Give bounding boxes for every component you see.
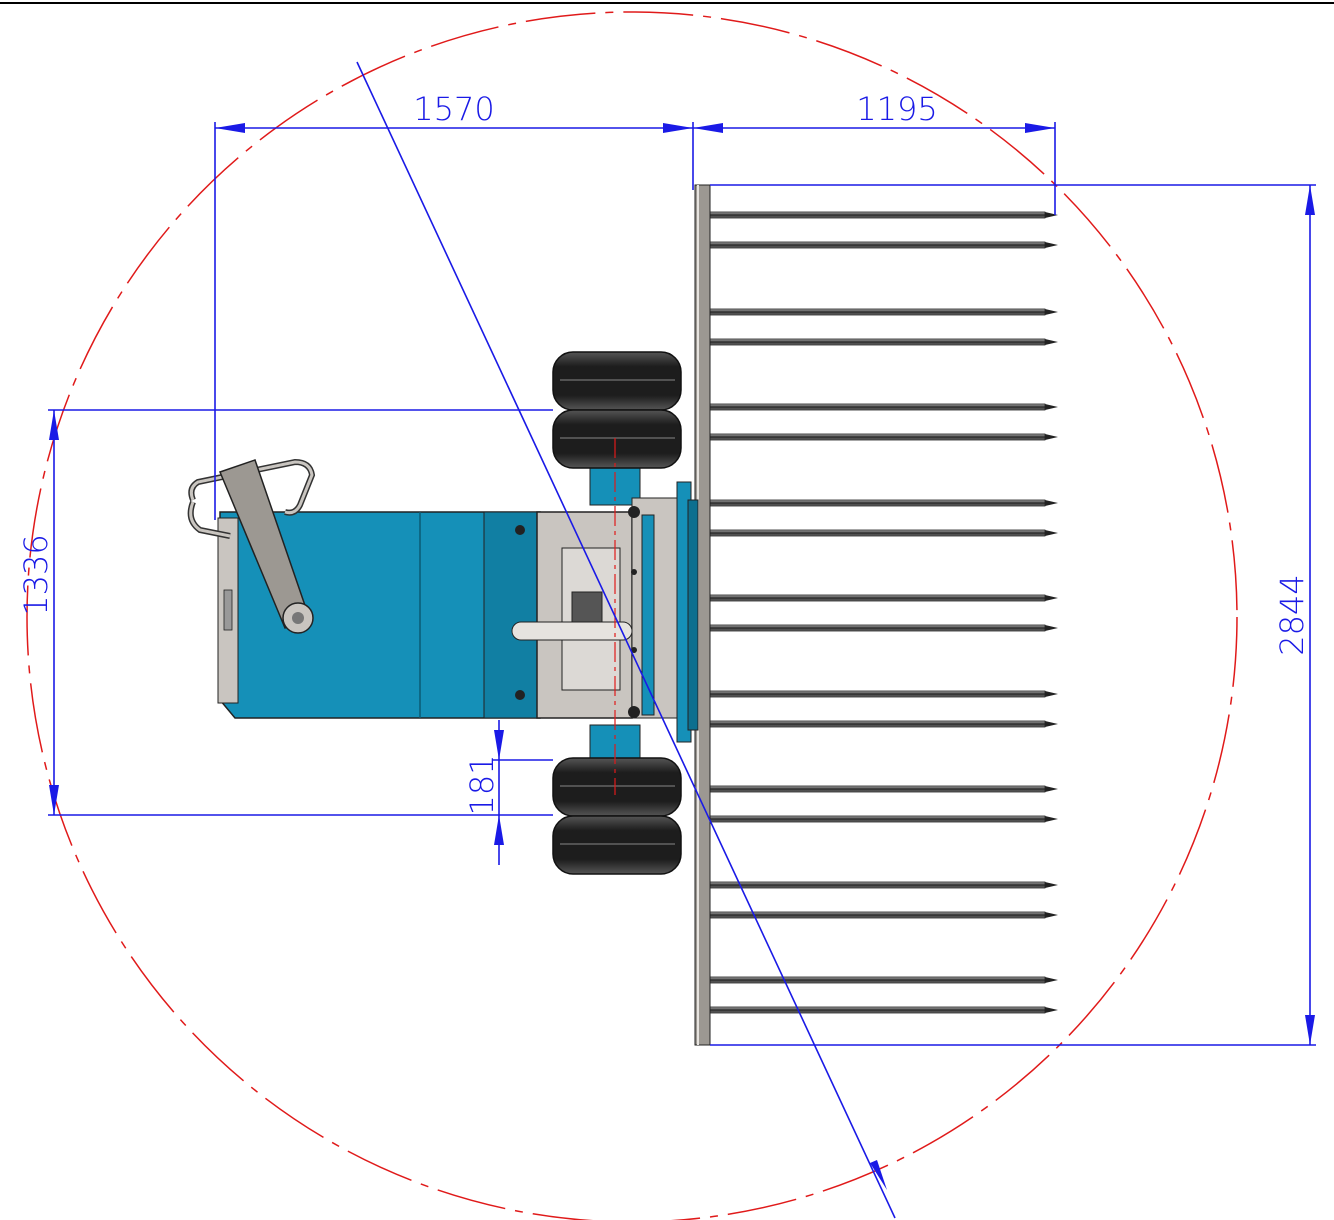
fork-tine-tip xyxy=(1045,1007,1058,1013)
fork-tine xyxy=(709,403,1046,411)
fork-tine xyxy=(709,241,1046,249)
fork-tines xyxy=(709,211,1058,1014)
fork-tine-tip xyxy=(1045,977,1058,983)
fork-tine xyxy=(709,624,1046,632)
front-wheels xyxy=(552,351,682,875)
fork-tine xyxy=(709,976,1046,984)
dimension-track-width: 1336 xyxy=(17,409,553,816)
fork-tine-tip xyxy=(1045,816,1058,822)
fork-tine xyxy=(709,308,1046,316)
dimension-label: 1195 xyxy=(856,90,937,128)
fork-tine-tip xyxy=(1045,882,1058,888)
turning-radius-circle xyxy=(26,11,1238,1220)
fork-tine xyxy=(709,529,1046,537)
fork-tine-tip xyxy=(1045,500,1058,506)
fork-tine-tip xyxy=(1045,912,1058,918)
fork-carriage xyxy=(676,184,711,1046)
wheel xyxy=(552,815,682,875)
fork-tine xyxy=(709,338,1046,346)
fork-tine-tip xyxy=(1045,595,1058,601)
fork-tine xyxy=(709,211,1046,219)
dimension-wheel-offset: 181 xyxy=(463,720,553,865)
wheel xyxy=(552,351,682,411)
fork-tine xyxy=(709,911,1046,919)
fork-tine xyxy=(709,815,1046,823)
fork-tine xyxy=(709,690,1046,698)
fork-tine-tip xyxy=(1045,404,1058,410)
fork-tine-tip xyxy=(1045,212,1058,218)
fork-tine-tip xyxy=(1045,721,1058,727)
fork-tine xyxy=(709,433,1046,441)
fork-tine-tip xyxy=(1045,242,1058,248)
fork-tine xyxy=(709,720,1046,728)
wheel xyxy=(552,409,682,469)
dimension-fork-span: 2844 xyxy=(710,184,1316,1046)
dimension-rear-length: 1570 xyxy=(214,90,694,520)
fork-tine-tip xyxy=(1045,434,1058,440)
dimension-label: 181 xyxy=(463,754,501,815)
fork-tine xyxy=(709,499,1046,507)
radius-line xyxy=(356,61,896,1219)
fork-tine-tip xyxy=(1045,309,1058,315)
dimension-label: 1570 xyxy=(413,90,494,128)
fork-tine xyxy=(709,1006,1046,1014)
dimension-label: 2844 xyxy=(1273,574,1311,655)
tiller-handle xyxy=(187,458,316,634)
fork-tine-tip xyxy=(1045,530,1058,536)
dimension-label: 1336 xyxy=(17,534,55,615)
wheel xyxy=(552,757,682,817)
dimension-fork-length: 1195 xyxy=(693,90,1056,215)
fork-tine-tip xyxy=(1045,625,1058,631)
fork-tine-tip xyxy=(1045,339,1058,345)
forklift-top-view xyxy=(187,458,678,719)
fork-tine xyxy=(709,594,1046,602)
fork-tine xyxy=(709,881,1046,889)
fork-tine-tip xyxy=(1045,691,1058,697)
fork-tine-tip xyxy=(1045,786,1058,792)
fork-tine xyxy=(709,785,1046,793)
